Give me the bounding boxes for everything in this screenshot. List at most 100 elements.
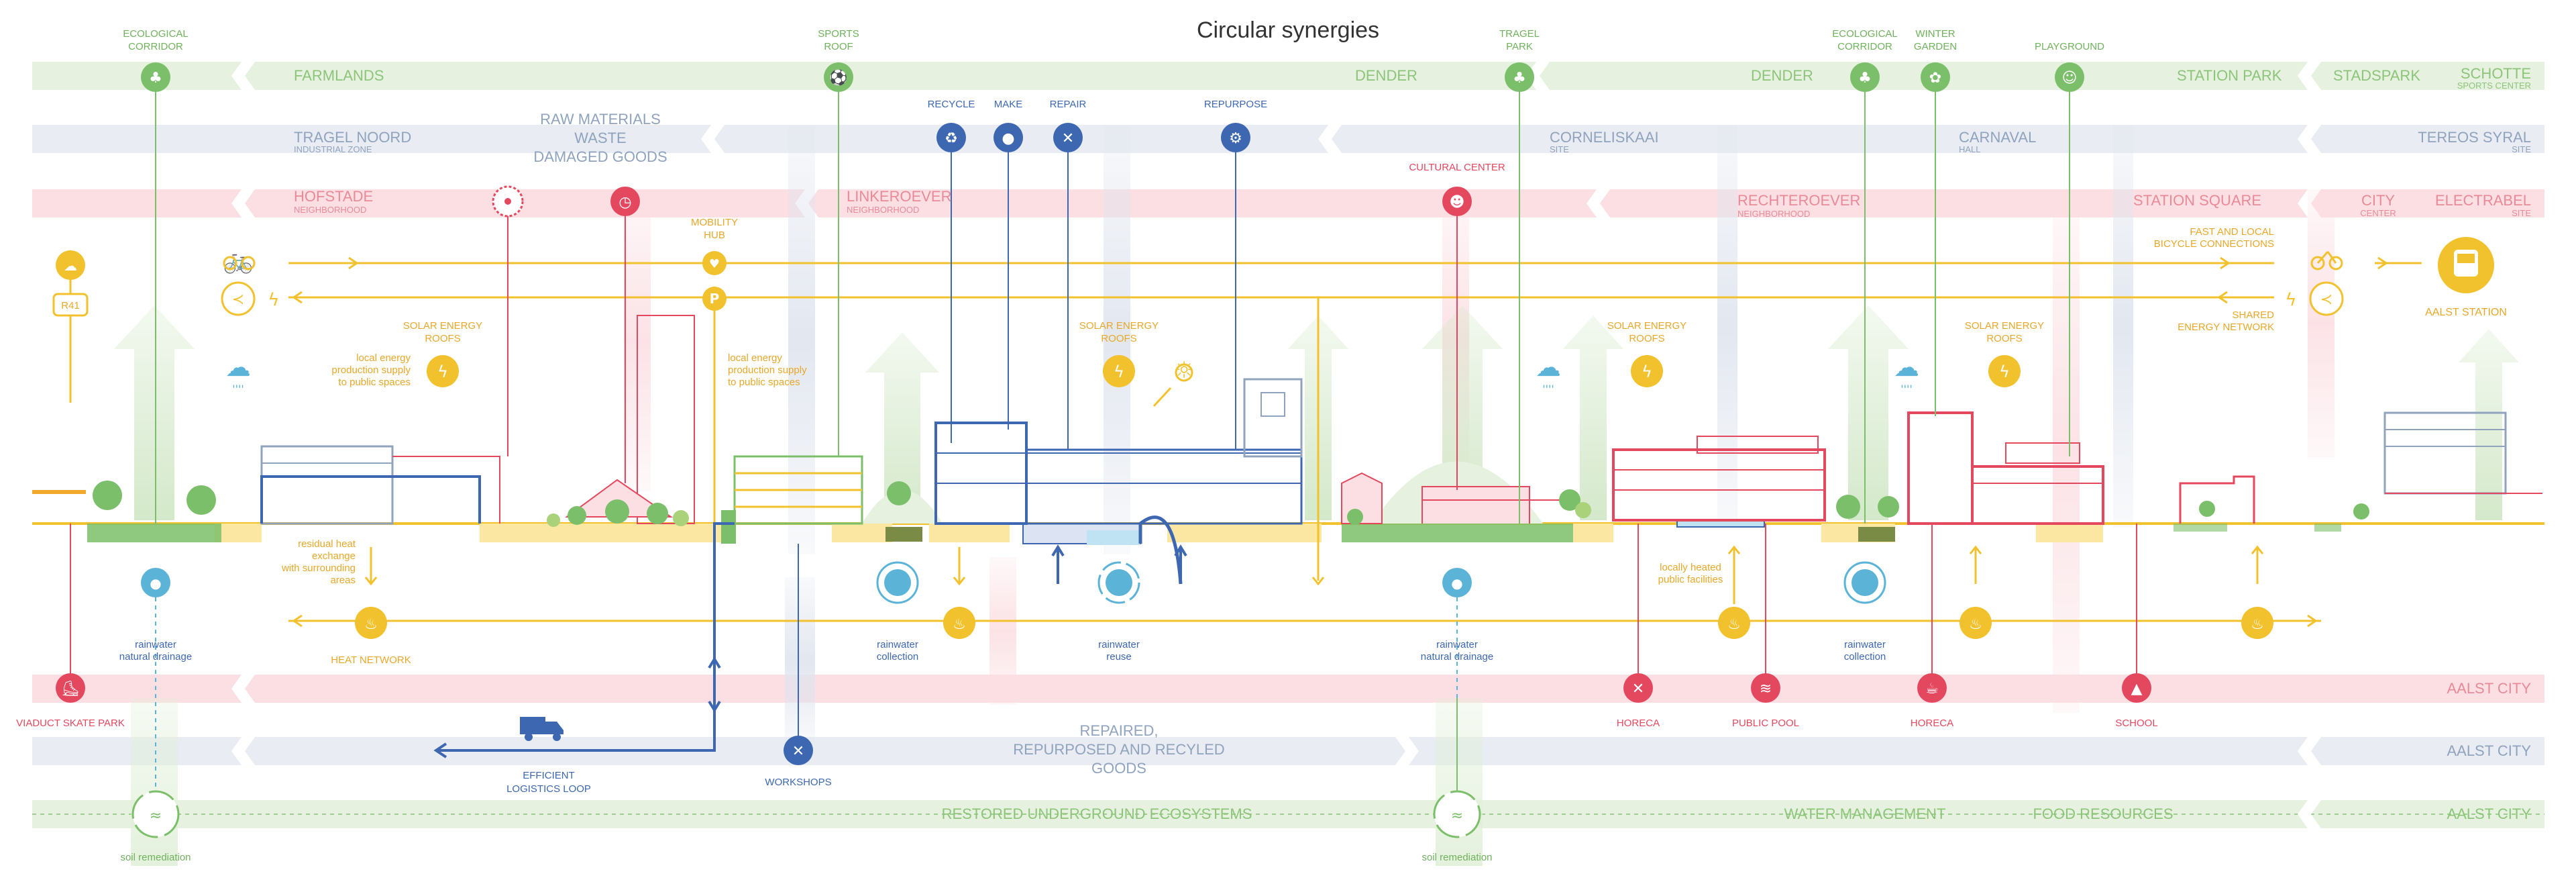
water-management-label: WATER MANAGEMENT [1784,805,1946,822]
band-label-station-park: STATION PARK [2177,67,2282,84]
band-sublabel-tereos: SITE [2512,144,2531,154]
water-drop-icon [876,561,919,604]
band-green-top [32,62,2544,90]
sports-roof-label: SPORTS [818,28,859,40]
water-drop-icon: ● [1442,568,1472,597]
svg-text:⚽: ⚽ [828,69,847,87]
playground-label: PLAYGROUND [2035,41,2104,52]
svg-text:🚲: 🚲 [223,247,254,275]
band-chevrons [231,62,2321,828]
residual-heat-label: residual heat [298,538,356,550]
residual-heat-label: areas [330,575,356,586]
svg-text:♨: ♨ [953,616,966,633]
svg-text:☻: ☻ [1450,194,1465,211]
svg-text:ϟ: ϟ [1114,362,1124,381]
band-label-aalst-city: AALST CITY [2447,680,2531,697]
svg-text:'''': '''' [232,383,244,395]
svg-text:≋: ≋ [1760,681,1772,697]
band-red-bottom [32,675,2544,703]
rainwater-drainage-label: natural drainage [119,651,192,662]
connector-lines [70,87,2137,799]
svg-text:✕: ✕ [1062,130,1074,147]
rainwater-reuse-label: rainwater [1098,639,1140,650]
horeca-label: HORECA [1911,718,1953,729]
band-sublabel-tragel-noord: INDUSTRIAL ZONE [294,144,372,154]
horeca-label: HORECA [1617,718,1660,729]
flame-icon: ♨ [1718,607,1750,639]
rainwater-collection-label: rainwater [877,639,918,650]
rainwater-reuse-label: reuse [1106,651,1132,662]
clock-icon: ◷ [610,187,640,216]
tragel-park-icon: ♣ [1505,62,1534,92]
svg-text:♨: ♨ [1727,616,1741,633]
rainwater-collection-label: collection [877,651,919,662]
svg-text:ϟ: ϟ [2285,290,2296,310]
water-drop-icon [1843,561,1886,604]
r41-icon: ☁ [52,250,89,317]
svg-text:⛸: ⛸ [61,681,80,697]
cutlery-icon: ✕ [1623,673,1653,703]
r41-label: R41 [61,300,80,311]
make-label: MAKE [994,99,1023,110]
rain-cloud-icon: ☁'''' [225,352,251,395]
band-sublabel-carnaval: HALL [1959,144,1981,154]
svg-text:ϟ: ϟ [1642,362,1652,381]
svg-text:◷: ◷ [619,194,631,211]
band-label-stadspark: STADSPARK [2333,67,2420,84]
svg-text:P: P [710,291,720,307]
lightning-icon: ϟ [427,355,459,387]
ecological-corridor-label: CORRIDOR [128,41,183,52]
svg-text:☁: ☁ [225,352,251,382]
public-pool-label: PUBLIC POOL [1732,718,1799,729]
share-icon: ≺ [221,281,256,316]
damaged-goods-label: DAMAGED GOODS [533,148,667,165]
local-energy-label: local energy [728,352,782,364]
band-label-aalst-city: AALST CITY [2447,742,2531,759]
svg-text:♨: ♨ [364,616,378,633]
band-label-aalst-city: AALST CITY [2447,805,2531,822]
lightning-icon: ϟ [2285,290,2296,310]
svg-text:♨: ♨ [1969,616,1982,633]
rainwater-drainage-label: natural drainage [1421,651,1493,662]
repurpose-label: REPURPOSE [1204,99,1267,110]
winter-garden-label: WINTER [1915,28,1955,40]
water-drop-icon: ● [141,568,170,597]
shared-energy-label: ENERGY NETWORK [2178,322,2274,333]
svg-text:'''': '''' [1542,383,1554,395]
solar-roofs-label: SOLAR ENERGY [403,320,482,332]
svg-text:▲: ▲ [2131,681,2143,697]
share-icon: ≺ [2309,281,2344,316]
svg-text:♣: ♣ [1513,70,1526,87]
band-label-carnaval: CARNAVAL [1959,129,2036,146]
flame-icon: ♨ [2241,607,2273,639]
residual-heat-label: with surrounding [281,562,356,574]
repair-tools-icon: ✕ [1053,123,1083,152]
svg-text:≈: ≈ [1451,807,1463,824]
svg-text:✕: ✕ [792,743,804,760]
soil-remediation-label: soil remediation [1421,852,1492,863]
local-energy-label: production supply [728,364,807,376]
green-up-arrow [114,305,195,520]
workshops-tools-icon: ✕ [784,736,813,765]
svg-text:♻: ♻ [945,130,958,147]
band-label-dender: DENDER [1751,67,1813,84]
repurpose-gear-icon: ⚙ [1221,123,1250,152]
fast-local-label: FAST AND LOCAL [2190,226,2274,238]
soil-remediation-label: soil remediation [120,852,191,863]
band-label-tereos: TEREOS SYRAL [2418,129,2531,146]
bands [32,62,2544,828]
svg-text:☁: ☁ [64,258,77,274]
solar-roofs-label: ROOFS [425,333,460,344]
winter-garden-icon: ✿ [1921,62,1950,92]
band-sublabel-electrabel: SITE [2512,208,2531,218]
logistics-label: EFFICIENT [523,770,575,781]
tragel-park-label: TRAGEL [1499,28,1540,40]
lightning-icon: ϟ [1631,355,1663,387]
svg-text:≈: ≈ [150,807,162,824]
flame-icon: ♨ [1960,607,1992,639]
locally-heated-label: locally heated [1660,562,1721,573]
green-up-arrow [2459,329,2519,520]
tragel-park-label: PARK [1506,41,1533,52]
skater-icon: ⛸ [56,673,85,703]
ecological-corridor-label: ECOLOGICAL [1832,28,1898,40]
